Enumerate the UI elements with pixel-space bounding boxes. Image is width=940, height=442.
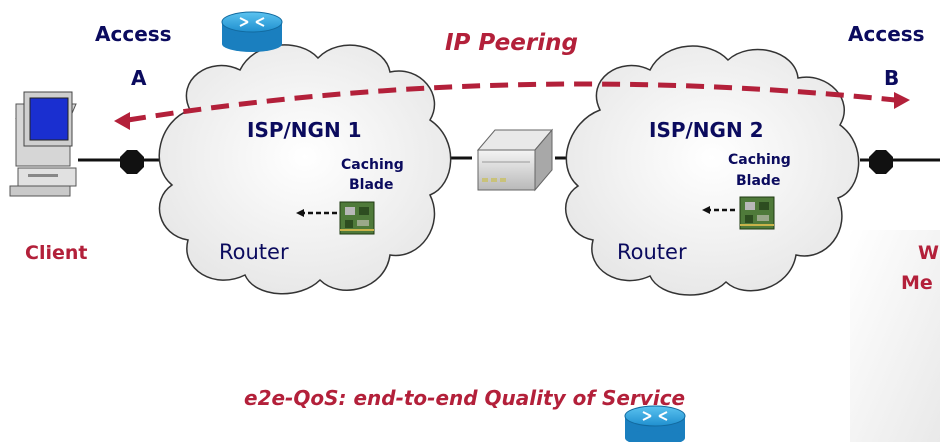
- peering-switch-icon: [476, 128, 554, 192]
- access-b-letter: B: [884, 66, 900, 90]
- access-a-title: Access: [95, 22, 172, 46]
- link-node-icon: [120, 150, 144, 174]
- router-icon: [221, 11, 283, 52]
- isp1-cloud: [158, 44, 452, 295]
- isp1-caching-label: Caching: [341, 157, 404, 173]
- ip-peering-label: IP Peering: [445, 30, 578, 56]
- caching-blade-icon: [339, 201, 375, 235]
- access-a-letter: A: [131, 66, 147, 90]
- isp2-cloud: [564, 45, 860, 296]
- peering-arrow-right: [894, 92, 910, 109]
- isp1-name: ISP/NGN 1: [247, 118, 362, 142]
- cache-arrow-1: [296, 209, 304, 217]
- server-label-line2: Me: [901, 272, 933, 294]
- isp2-router-label: Router: [617, 240, 687, 264]
- isp1-blade-label: Blade: [349, 177, 394, 193]
- isp2-caching-label: Caching: [728, 152, 791, 168]
- computer-icon: [9, 91, 77, 197]
- link-node-icon: [869, 150, 893, 174]
- isp1-router-label: Router: [219, 240, 289, 264]
- ip-peering-path: [127, 81, 896, 123]
- footer-qos-text: e2e-QoS: end-to-end Quality of Service: [244, 386, 686, 410]
- client-label: Client: [25, 242, 88, 264]
- isp2-name: ISP/NGN 2: [649, 118, 764, 142]
- server-label-line1: W: [918, 242, 939, 264]
- router-icon: [624, 405, 686, 442]
- server-panel: [850, 230, 940, 442]
- caching-blade-icon: [739, 196, 775, 230]
- cache-arrow-2: [702, 206, 710, 214]
- access-b-title: Access: [848, 22, 925, 46]
- peering-arrow-left: [114, 112, 130, 130]
- isp2-blade-label: Blade: [736, 173, 781, 189]
